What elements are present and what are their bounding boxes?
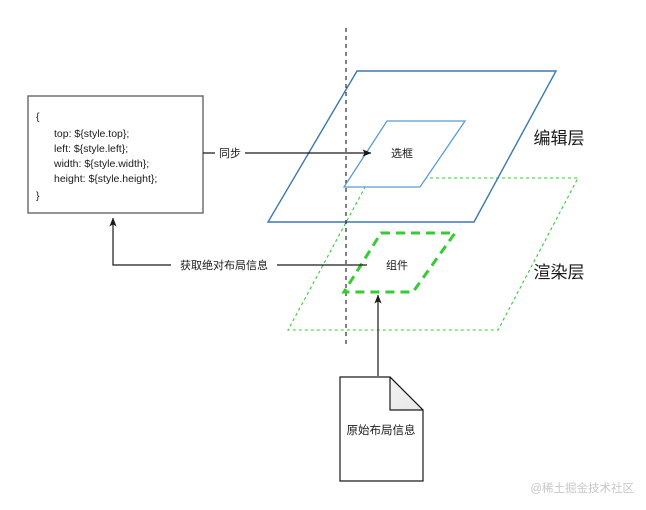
raw-layout-document[interactable]: 原始布局信息 <box>339 376 424 482</box>
render-layer <box>287 177 579 331</box>
edit-layer-shape <box>266 70 558 223</box>
code-line-3: width: ${style.width}; <box>53 158 149 170</box>
sync-edge: 同步 <box>203 145 372 161</box>
selection-frame-shape[interactable] <box>342 120 467 188</box>
code-line-4: height: ${style.height}; <box>54 173 157 185</box>
sync-edge-label: 同步 <box>219 147 241 160</box>
component-label: 组件 <box>386 258 408 272</box>
code-line-0: { <box>36 111 40 123</box>
style-code-block[interactable]: { top: ${style.top}; left: ${style.left}… <box>27 95 204 214</box>
component-node[interactable]: 组件 <box>341 231 458 294</box>
get-absolute-layout-edge-label-bg <box>171 257 277 273</box>
style-code-block-border <box>27 95 204 214</box>
code-line-2: left: ${style.left}; <box>54 143 128 155</box>
raw-layout-document-label: 原始布局信息 <box>347 423 416 437</box>
edit-layer <box>266 70 558 223</box>
component-shape[interactable] <box>341 231 458 294</box>
sync-edge-label-bg <box>215 145 245 161</box>
get-absolute-layout-edge: 获取绝对布局信息 <box>109 217 367 273</box>
code-line-5: } <box>36 190 40 202</box>
render-layer-label: 渲染层 <box>534 263 585 282</box>
selection-frame-label: 选框 <box>391 147 413 160</box>
edit-layer-label: 编辑层 <box>534 129 585 148</box>
watermark: @稀土掘金技术社区 <box>530 481 634 495</box>
render-layer-shape <box>287 177 579 331</box>
selection-frame[interactable]: 选框 <box>342 120 467 188</box>
raw-layout-document-fold <box>389 376 424 411</box>
code-line-1: top: ${style.top}; <box>54 128 129 140</box>
get-absolute-layout-edge-line <box>109 217 367 266</box>
get-absolute-layout-edge-label: 获取绝对布局信息 <box>180 258 268 272</box>
